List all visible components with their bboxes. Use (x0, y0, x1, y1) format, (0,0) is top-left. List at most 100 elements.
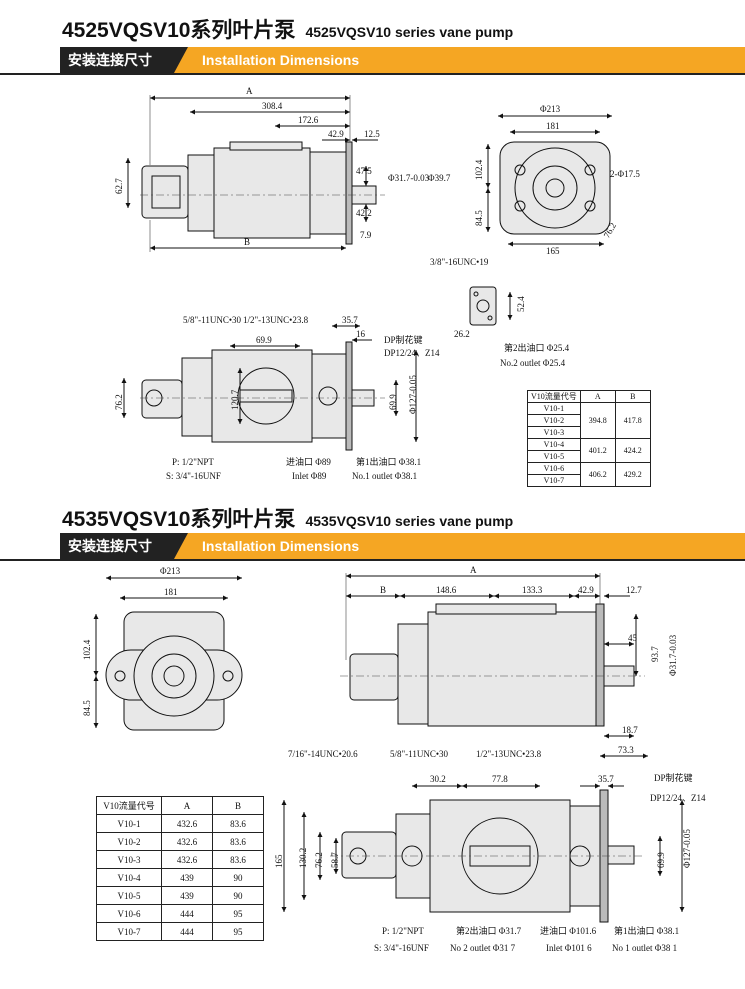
s2-flange-181: 181 (164, 587, 178, 597)
table-cell: 444 (161, 922, 213, 941)
s2-dim-45: 45 (628, 633, 638, 643)
table-header: A (579, 390, 616, 403)
table-header-row: V10流量代号 A B (96, 796, 264, 815)
s2-dim-1486: 148.6 (436, 585, 457, 595)
table-cell: V10-6 (527, 462, 581, 475)
table-row: V10-7 (527, 474, 651, 487)
table-row: V10-4 401.2 424.2 (527, 438, 651, 463)
s1-out2-en: No.2 outlet Φ25.4 (500, 358, 566, 368)
section2-banner-en: Installation Dimensions (174, 533, 745, 559)
s2-dim-302: 30.2 (430, 774, 446, 784)
s1-t357: 35.7 (342, 315, 358, 325)
s1-t699a: 69.9 (256, 335, 272, 345)
s2-p-npt: P: 1/2"NPT (382, 926, 424, 936)
s2-t12: 1/2"-13UNC•23.8 (476, 749, 542, 759)
section2-banner: 安装连接尺寸 Installation Dimensions (0, 533, 745, 561)
table-header: B (614, 390, 651, 403)
table-cell: 83.6 (212, 832, 264, 851)
s1-out1-en: No.1 outlet Φ38.1 (352, 471, 417, 481)
s1-shaft: Φ31.7-0.03 (388, 173, 430, 183)
table-cell: 401.2 (579, 438, 616, 463)
section1-banner-en: Installation Dimensions (174, 47, 745, 73)
s2-dim-699: 69.9 (656, 852, 666, 868)
table-cell: V10-1 (96, 814, 162, 833)
table-cell: 424.2 (614, 438, 651, 463)
s2-out2-en: No 2 outlet Φ31 7 (450, 943, 516, 953)
section1-banner-cn: 安装连接尺寸 (60, 47, 202, 73)
s1-dim-79: 7.9 (360, 230, 372, 240)
s1-flange-524: 52.4 (516, 296, 526, 312)
table-cell: 439 (161, 886, 213, 905)
s2-dim-762: 76.2 (314, 852, 324, 868)
table-cell: 417.8 (614, 402, 651, 439)
table-row: V10-1 394.8 417.8 (527, 402, 651, 439)
s1-t1207: 120.7 (230, 389, 240, 410)
s1-dim-125: 12.5 (364, 129, 380, 139)
section1-title-en: 4525VQSV10 series vane pump (305, 24, 514, 40)
s2-dim-187: 18.7 (622, 725, 638, 735)
s1-flange-213: Φ213 (540, 104, 561, 114)
s2-out2-cn: 第2出油口 Φ31.7 (456, 925, 522, 936)
table-header: V10流量代号 (527, 390, 581, 403)
table-cell: V10-4 (96, 868, 162, 887)
table-header: A (161, 796, 213, 815)
s2-dim-733: 73.3 (618, 745, 634, 755)
table-cell: 95 (212, 922, 264, 941)
s1-t16: 16 (356, 329, 366, 339)
s2-key-en: DP12/24、Z14 (650, 793, 706, 803)
s1-flange-2hole: 2-Φ17.5 (610, 169, 640, 179)
s1-dim-475: 47.5 (356, 166, 372, 176)
table-cell: V10-5 (96, 886, 162, 905)
s2-dim-587: 58.7 (330, 852, 340, 868)
s1-flange-view: Φ213 181 165 102.4 84.5 76.2 2-Φ17.5 (474, 104, 640, 256)
s1-p-npt: P: 1/2"NPT (172, 457, 214, 467)
s2-dim-a: A (470, 565, 477, 575)
s2-flange-1024: 102.4 (82, 639, 92, 660)
s1-side-view: A 308.4 172.6 42.9 12.5 B 62.7 47.5 42.2… (114, 86, 451, 252)
table-cell: V10-7 (96, 922, 162, 941)
table-cell: V10-2 (96, 832, 162, 851)
s2-dim-1302: 130.2 (298, 848, 308, 868)
s1-flange-262: 26.2 (454, 329, 470, 339)
s1-t762: 76.2 (114, 394, 124, 410)
s2-shaft: Φ31.7-0.03 (668, 634, 678, 676)
s1-t58: 5/8"-11UNC•30 (183, 315, 241, 325)
s2-top-view: 7/16"-14UNC•20.6 5/8"-11UNC•30 1/2"-13UN… (274, 749, 706, 953)
s2-dim-165: 165 (274, 854, 284, 868)
table-cell: 83.6 (212, 814, 264, 833)
table-cell: V10-7 (527, 474, 581, 487)
table-cell: 432.6 (161, 814, 213, 833)
spec-table-1: V10流量代号 A B V10-1 394.8 417.8 V10-2 V10-… (527, 390, 651, 487)
s2-flange-view: Φ213 181 102.4 84.5 (82, 566, 243, 731)
table-cell: V10-5 (527, 450, 581, 463)
s2-inlet-en: Inlet Φ101 6 (546, 943, 592, 953)
table-cell: 444 (161, 904, 213, 923)
s1-dim-172: 172.6 (298, 115, 319, 125)
table-cell: V10-3 (96, 850, 162, 869)
table-cell: V10-6 (96, 904, 162, 923)
s1-dim-a: A (246, 86, 253, 96)
s1-dim-308: 308.4 (262, 101, 283, 111)
table-cell: V10-2 (527, 414, 581, 427)
table-cell: 90 (212, 868, 264, 887)
s1-out2-cn: 第2出油口 Φ25.4 (504, 342, 570, 353)
table-cell: 432.6 (161, 850, 213, 869)
section1-banner: 安装连接尺寸 Installation Dimensions (0, 47, 745, 75)
s1-key-cn: DP制花键 (384, 334, 423, 345)
table-cell: 394.8 (579, 402, 616, 439)
s1-flange-thread: 3/8"-16UNC•19 (430, 257, 489, 267)
s1-s-unf: S: 3/4"-16UNF (166, 471, 221, 481)
s2-s-unf: S: 3/4"-16UNF (374, 943, 429, 953)
s1-top-view: 5/8"-11UNC•30 1/2"-13UNC•23.8 35.7 16 DP… (114, 315, 440, 481)
s1-key-en: DP12/24、Z14 (384, 348, 440, 358)
s1-outlet-flange: 3/8"-16UNC•19 52.4 26.2 第2出油口 Φ25.4 No.2… (430, 257, 570, 368)
table-cell: V10-4 (527, 438, 581, 451)
